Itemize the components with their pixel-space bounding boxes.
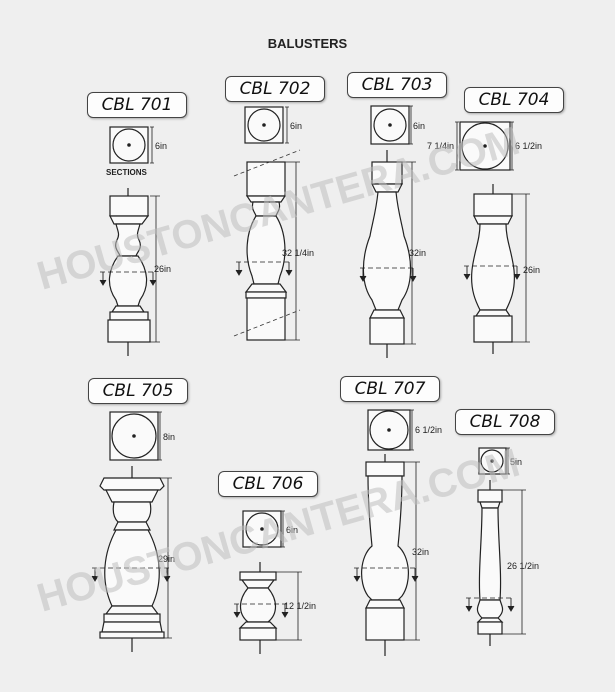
model-label-cbl-703: CBL 703 xyxy=(347,72,447,98)
sections-label: SECTIONS xyxy=(106,168,148,177)
dim-height-cbl-708: 26 1/2in xyxy=(507,561,539,571)
dim-section-cbl-706: 6in xyxy=(286,525,298,535)
dim-height-cbl-707: 32in xyxy=(412,547,429,557)
dim-height-cbl-706: 12 1/2in xyxy=(284,601,316,611)
dim-section-cbl-701: 6in xyxy=(155,141,167,151)
baluster-cbl-703 xyxy=(362,150,412,358)
baluster-cbl-702 xyxy=(244,161,288,341)
dim-section-left-cbl-704: 7 1/4in xyxy=(427,141,454,151)
dim-section-cbl-708: 5in xyxy=(510,457,522,467)
dim-height-cbl-701: 26in xyxy=(154,264,171,274)
model-label-cbl-705: CBL 705 xyxy=(88,378,188,404)
model-label-cbl-708: CBL 708 xyxy=(455,409,555,435)
model-label-cbl-704: CBL 704 xyxy=(464,87,564,113)
dim-section-cbl-703: 6in xyxy=(413,121,425,131)
section-cbl-708 xyxy=(478,447,507,475)
dim-height-cbl-704: 26in xyxy=(523,265,540,275)
model-label-cbl-702: CBL 702 xyxy=(225,76,325,102)
section-cbl-701 xyxy=(109,126,149,164)
page-title: BALUSTERS xyxy=(267,36,348,51)
baluster-cbl-708 xyxy=(476,480,504,646)
section-cbl-702 xyxy=(244,106,284,144)
dim-section-cbl-704: 6 1/2in xyxy=(515,141,542,151)
dim-section-cbl-707: 6 1/2in xyxy=(415,425,442,435)
dim-height-cbl-702: 32 1/4in xyxy=(282,248,314,258)
baluster-cbl-701 xyxy=(107,188,151,356)
dim-height-cbl-703: 32in xyxy=(409,248,426,258)
section-cbl-707 xyxy=(367,409,411,451)
model-label-cbl-707: CBL 707 xyxy=(340,376,440,402)
baluster-cbl-707 xyxy=(361,454,409,656)
baluster-cbl-704 xyxy=(471,184,515,354)
section-cbl-705 xyxy=(109,411,159,461)
baluster-cbl-706 xyxy=(238,562,278,654)
section-cbl-703 xyxy=(370,105,410,145)
dim-section-cbl-705: 8in xyxy=(163,432,175,442)
model-label-cbl-701: CBL 701 xyxy=(87,92,187,118)
dim-height-cbl-705: 29in xyxy=(158,554,175,564)
watermark-bottom: HOUSTONCANTERA.COM xyxy=(32,441,524,621)
dim-section-cbl-702: 6in xyxy=(290,121,302,131)
section-cbl-704 xyxy=(459,121,511,171)
model-label-cbl-706: CBL 706 xyxy=(218,471,318,497)
section-cbl-706 xyxy=(242,510,282,548)
